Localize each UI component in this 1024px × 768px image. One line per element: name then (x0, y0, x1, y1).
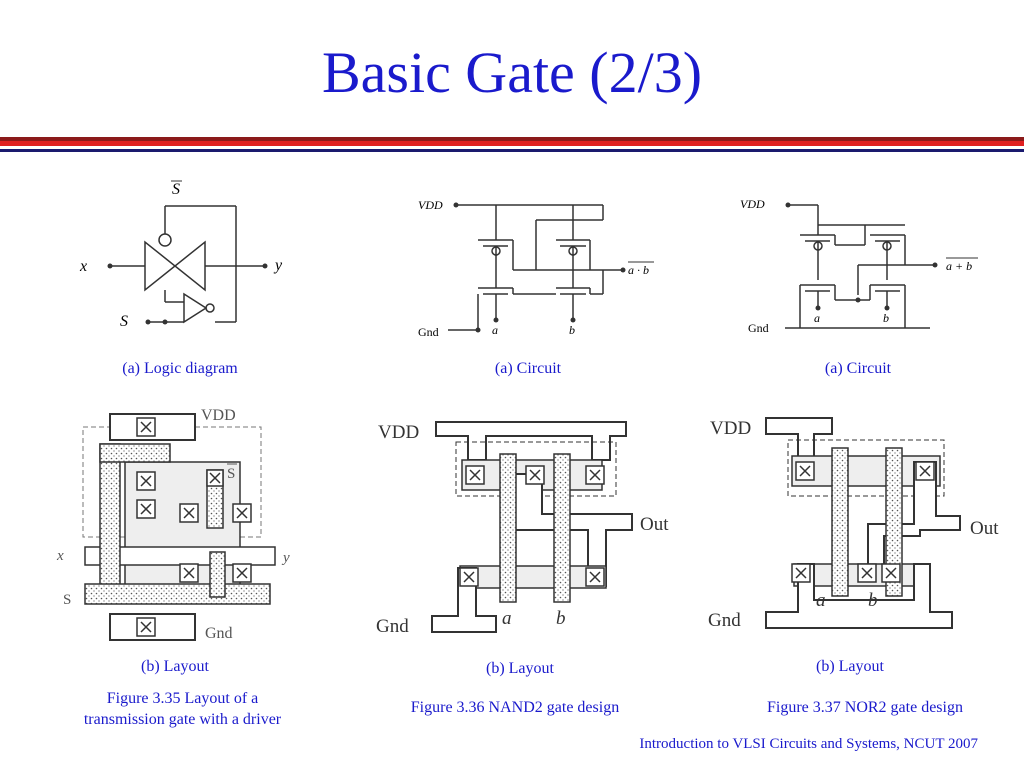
b-label: b (883, 311, 889, 325)
gnd-label: Gnd (708, 610, 741, 631)
caption-logic-diagram: (a) Logic diagram (122, 360, 238, 377)
caption-nor-layout: (b) Layout (816, 658, 884, 675)
vdd-label: VDD (740, 197, 765, 211)
footer-citation: Introduction to VLSI Circuits and System… (639, 736, 978, 752)
slide-title: Basic Gate (2/3) (321, 40, 703, 105)
a-layout-label: a (816, 590, 826, 611)
caption-tg-layout: (b) Layout (141, 658, 209, 675)
out-label: Out (970, 518, 999, 539)
nand2-circuit: VDD Gnd a b a · b (418, 198, 654, 339)
b-label: b (569, 323, 575, 337)
figure-caption-3-37: Figure 3.37 NOR2 gate design (767, 699, 963, 716)
a-label: a (814, 311, 820, 325)
figure-caption-3-35: Figure 3.35 Layout of a transmission gat… (30, 688, 335, 730)
divider-navy (0, 149, 1024, 152)
out-label: Out (640, 514, 669, 535)
gnd-label: Gnd (418, 325, 439, 339)
gnd-label: Gnd (376, 616, 409, 637)
transmission-gate-layout: VDD Gnd x y S S (56, 407, 290, 642)
nand2-layout: VDD Gnd Out a b (376, 421, 669, 637)
transmission-gate-logic-diagram: S x y S (79, 180, 283, 330)
x-label: x (79, 258, 87, 275)
sbar-label: S (172, 181, 180, 198)
figure-caption-3-35-line2: transmission gate with a driver (83, 711, 282, 728)
vdd-label: VDD (418, 198, 443, 212)
figure-caption-3-35-line1: Figure 3.35 Layout of a (106, 690, 259, 707)
divider-red (0, 141, 1024, 146)
a-label: a (492, 323, 498, 337)
vdd-label: VDD (710, 418, 751, 439)
s-layout-label: S (63, 592, 71, 608)
y-label: y (273, 257, 283, 274)
output-label: a · b (628, 263, 649, 277)
b-layout-label: b (556, 608, 566, 629)
vdd-label: VDD (378, 422, 419, 443)
nor2-layout: VDD Gnd Out a b (708, 417, 999, 631)
s-label: S (120, 313, 128, 330)
gnd-label: Gnd (748, 321, 769, 335)
a-layout-label: a (502, 608, 512, 629)
divider-dark-red (0, 137, 1024, 141)
vdd-label: VDD (201, 407, 236, 424)
caption-nor-circuit: (a) Circuit (824, 360, 892, 377)
y-layout-label: y (281, 550, 290, 566)
x-layout-label: x (56, 548, 64, 564)
sbar-layout-label: S (227, 466, 235, 482)
b-layout-label: b (868, 590, 878, 611)
nor2-circuit: VDD Gnd a b a + b (740, 197, 978, 335)
output-label: a + b (946, 259, 972, 273)
figure-caption-3-36: Figure 3.36 NAND2 gate design (410, 699, 620, 716)
gnd-label: Gnd (205, 625, 233, 642)
caption-nand-layout: (b) Layout (486, 660, 554, 677)
caption-nand-circuit: (a) Circuit (494, 360, 562, 377)
